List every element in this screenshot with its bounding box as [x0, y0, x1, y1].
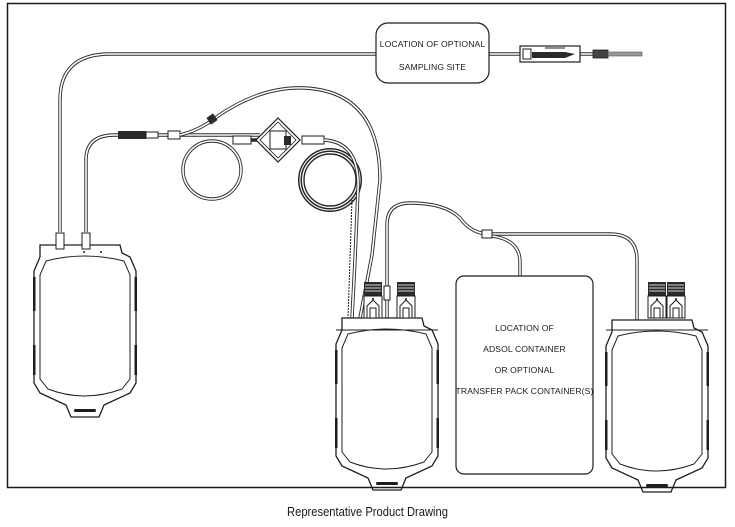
satellite-bag-center [334, 317, 440, 491]
satellite-bag-right [604, 319, 710, 493]
sampling-site-label-line1: LOCATION OF OPTIONAL [380, 39, 486, 49]
sampling-site-label-line2: SAMPLING SITE [399, 62, 466, 72]
adsol-label-line4: TRANSFER PACK CONTAINER(S) [456, 386, 594, 396]
drawing-frame [6, 2, 727, 489]
sampling-site-box: LOCATION OF OPTIONAL SAMPLING SITE [375, 22, 490, 84]
tubing-coil-left [181, 139, 243, 201]
adsol-label-line3: OR OPTIONAL [495, 365, 555, 375]
tube-to-sampling-site [58, 52, 600, 232]
tube-upper-arc [179, 86, 382, 319]
needle [592, 49, 643, 59]
primary-collection-bag [32, 232, 138, 418]
adsol-container-box: LOCATION OF ADSOL CONTAINER OR OPTIONAL … [455, 275, 594, 475]
figure-caption: Representative Product Drawing [287, 504, 448, 519]
tubing-coil-right [298, 138, 362, 319]
inline-filter [232, 117, 325, 163]
adsol-label-line2: ADSOL CONTAINER [483, 344, 566, 354]
adsol-label-line1: LOCATION OF [495, 323, 554, 333]
port-pair-right [647, 281, 686, 319]
tube-center-to-right [383, 201, 639, 320]
tube-left-bag-to-filter [84, 130, 260, 232]
sampling-connector [519, 45, 581, 63]
